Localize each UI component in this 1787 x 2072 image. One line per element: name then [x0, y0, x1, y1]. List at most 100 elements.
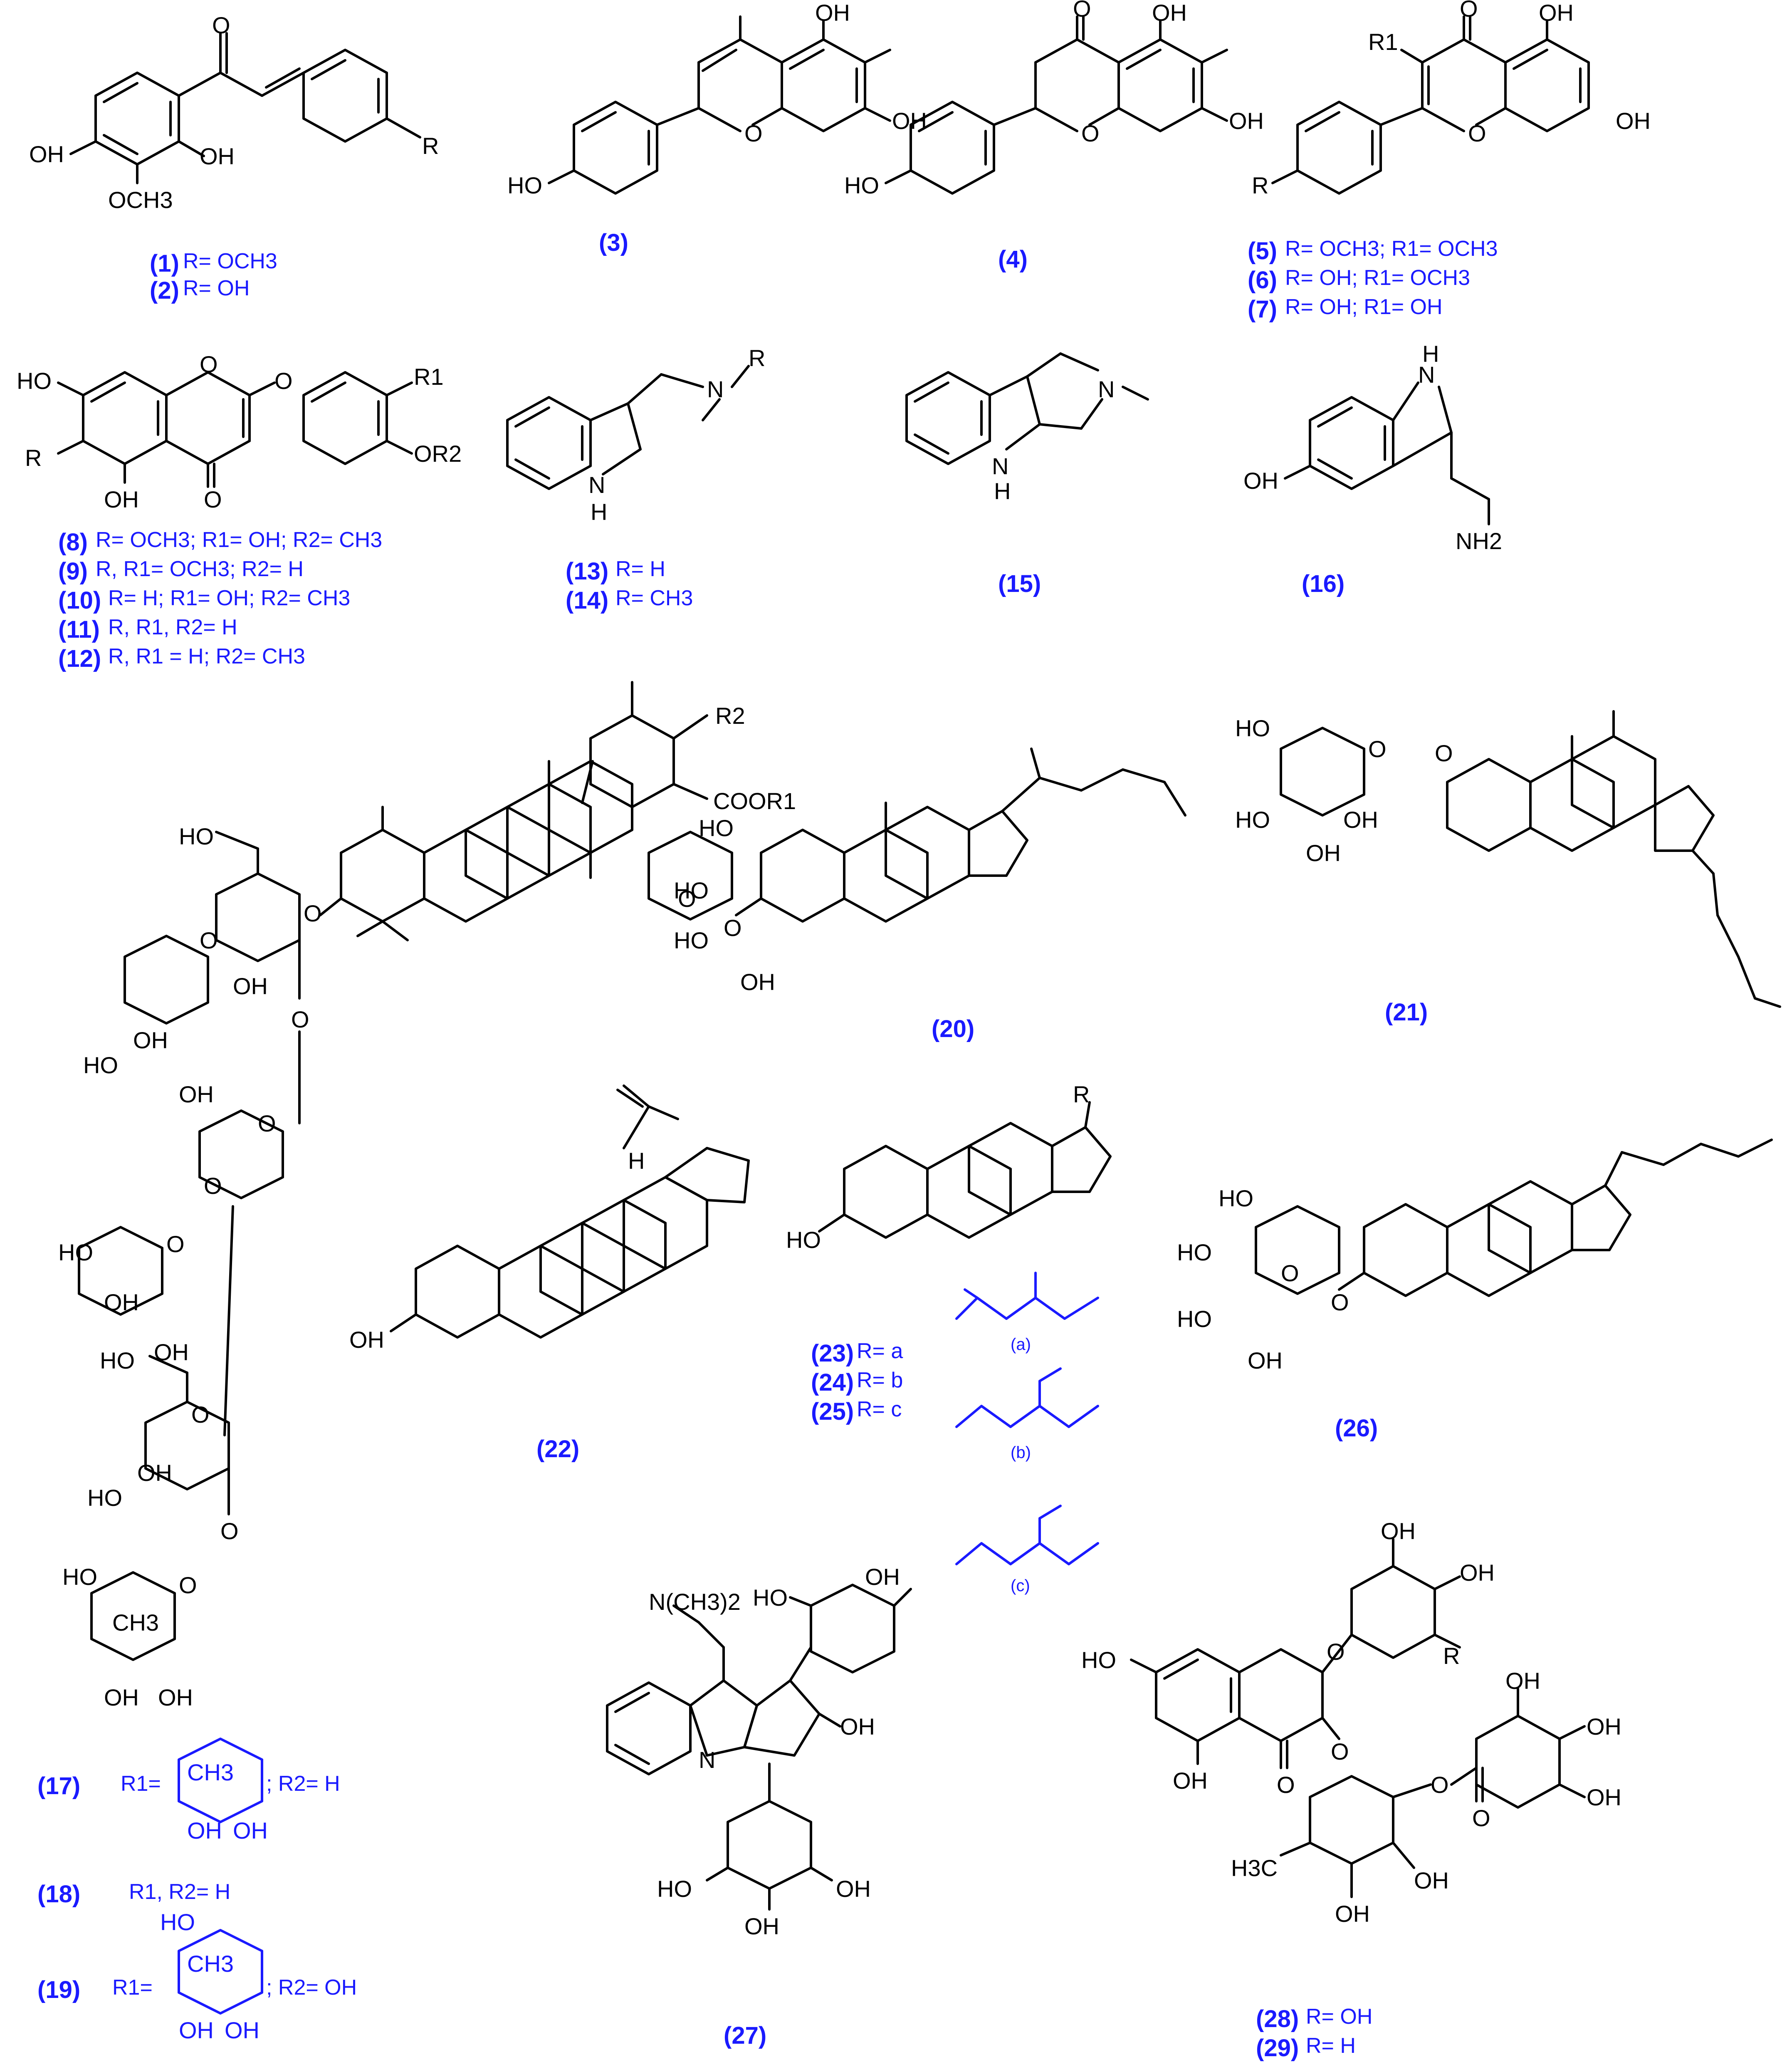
structure-chalcone-1-2: O OH OH OCH3 R	[29, 12, 439, 213]
structure-3: O OH OH HO	[507, 0, 927, 198]
svg-text:O: O	[1331, 1738, 1349, 1765]
label-id-17: (17)	[37, 1772, 81, 1800]
label-id-5: (5)	[1248, 238, 1277, 265]
svg-text:OH: OH	[104, 1289, 139, 1315]
c13-r: R	[749, 345, 765, 371]
svg-text:OH: OH	[179, 1081, 214, 1107]
label-id-13: (13)	[566, 558, 609, 585]
side-label-b: (b)	[1011, 1443, 1031, 1462]
structure-26: O O HO HO HO OH	[1177, 1139, 1773, 1374]
c16-h: H	[1422, 341, 1439, 367]
chalcone-r: R	[422, 133, 439, 159]
c19-ch3: CH3	[187, 1951, 234, 1977]
svg-text:OH: OH	[1505, 1668, 1540, 1694]
svg-text:OH: OH	[1381, 1518, 1416, 1544]
svg-text:O: O	[1277, 1772, 1295, 1798]
label-id-6: (6)	[1248, 267, 1277, 294]
structure-27: N(CH3)2 N OH HO OH HO OH OH	[606, 1564, 912, 1939]
svg-text:HO: HO	[17, 368, 52, 394]
c15-indole-n: N	[992, 453, 1008, 479]
svg-text:HO: HO	[1235, 715, 1270, 741]
label-id-1: (1)	[150, 250, 179, 277]
label-sub-17a: R1=	[121, 1772, 161, 1796]
svg-text:HO: HO	[62, 1564, 97, 1590]
svg-text:OH: OH	[1306, 840, 1341, 866]
label-id-23: (23)	[811, 1340, 854, 1367]
svg-text:OH: OH	[104, 486, 139, 512]
svg-text:OH: OH	[158, 1684, 193, 1711]
label-sub-19a: R1=	[112, 1975, 153, 2000]
label-id-9: (9)	[58, 558, 88, 585]
svg-text:OH: OH	[1460, 1560, 1495, 1586]
svg-text:HO: HO	[83, 1052, 118, 1078]
chalcone-och3: OCH3	[108, 187, 173, 213]
c27-amine: N(CH3)2	[649, 1589, 741, 1615]
svg-text:HO: HO	[674, 877, 709, 904]
svg-text:HO: HO	[179, 823, 214, 849]
svg-text:O: O	[1331, 1289, 1349, 1315]
label-id-25: (25)	[811, 1398, 854, 1425]
svg-text:HO: HO	[1235, 807, 1270, 833]
svg-text:O: O	[1281, 1260, 1299, 1286]
label-id-22: (22)	[536, 1436, 580, 1463]
c27-n: N	[699, 1747, 715, 1773]
label-id-7: (7)	[1248, 296, 1277, 323]
label-id-19: (19)	[37, 1976, 81, 2003]
structure-21: O O HO HO OH OH	[1235, 710, 1781, 1008]
side-chain-a	[955, 1272, 1099, 1320]
c28-r: R	[1443, 1643, 1460, 1669]
label-sub-25: R= c	[857, 1397, 902, 1421]
svg-text:R: R	[1073, 1081, 1090, 1107]
chalcone-oh-left: OH	[29, 141, 64, 167]
structure-8-12: O O O HO R OH R1 OR2	[17, 351, 462, 512]
svg-text:O: O	[724, 915, 742, 941]
svg-text:OH: OH	[133, 1027, 168, 1053]
svg-text:OH: OH	[840, 1713, 875, 1740]
svg-text:O: O	[204, 486, 222, 512]
svg-text:HO: HO	[100, 1347, 135, 1374]
svg-text:O: O	[744, 120, 763, 146]
side-chain-c	[955, 1505, 1099, 1565]
c8-or2: OR2	[414, 441, 462, 467]
c17-ch3: CH3	[187, 1759, 234, 1785]
svg-text:HO: HO	[674, 927, 709, 953]
svg-text:OH: OH	[1343, 807, 1378, 833]
c13-h: H	[591, 499, 607, 525]
svg-text:HO: HO	[753, 1584, 788, 1611]
label-sub-5: R= OCH3; R1= OCH3	[1285, 237, 1498, 261]
label-id-29: (29)	[1256, 2035, 1299, 2062]
svg-text:O: O	[1460, 0, 1478, 22]
label-sub-19b: ; R2= OH	[266, 1975, 357, 2000]
label-id-21: (21)	[1385, 999, 1428, 1026]
c22-h: H	[628, 1148, 645, 1174]
label-sub-7: R= OH; R1= OH	[1285, 295, 1443, 319]
label-id-3: (3)	[599, 229, 628, 256]
structure-13-14: N R N H	[506, 345, 765, 525]
svg-text:OH: OH	[1539, 0, 1574, 26]
svg-text:O: O	[220, 1518, 239, 1544]
svg-text:HO: HO	[1081, 1647, 1116, 1673]
svg-text:OH: OH	[1173, 1768, 1208, 1794]
structure-flavone-5-7: O O OH OH R1 R	[1252, 0, 1651, 198]
svg-text:O: O	[291, 1006, 309, 1032]
svg-text:OH: OH	[233, 1817, 268, 1844]
label-id-24: (24)	[811, 1369, 854, 1396]
label-id-8: (8)	[58, 529, 88, 556]
c16-oh: OH	[1243, 468, 1278, 494]
saponin-coor1: COOR1	[713, 788, 796, 814]
label-sub-9: R, R1= OCH3; R2= H	[96, 557, 304, 581]
side-label-c: (c)	[1011, 1577, 1030, 1595]
svg-text:O: O	[1431, 1772, 1449, 1798]
structure-22: H OH	[349, 1084, 750, 1353]
svg-text:OH: OH	[1587, 1784, 1621, 1810]
structure-23-25: R HO	[786, 1081, 1112, 1253]
label-sub-17b: ; R2= H	[266, 1772, 340, 1796]
c15-h: H	[994, 478, 1011, 504]
svg-text:O: O	[1472, 1805, 1490, 1831]
label-sub-23: R= a	[857, 1339, 903, 1363]
svg-text:HO: HO	[786, 1227, 821, 1253]
label-sub-11: R, R1, R2= H	[108, 615, 237, 639]
structure-saponin-17-19: COOR1 R2 O HO OH O O OH HO OH O O O HO O…	[58, 681, 796, 1711]
label-id-20: (20)	[932, 1015, 975, 1042]
